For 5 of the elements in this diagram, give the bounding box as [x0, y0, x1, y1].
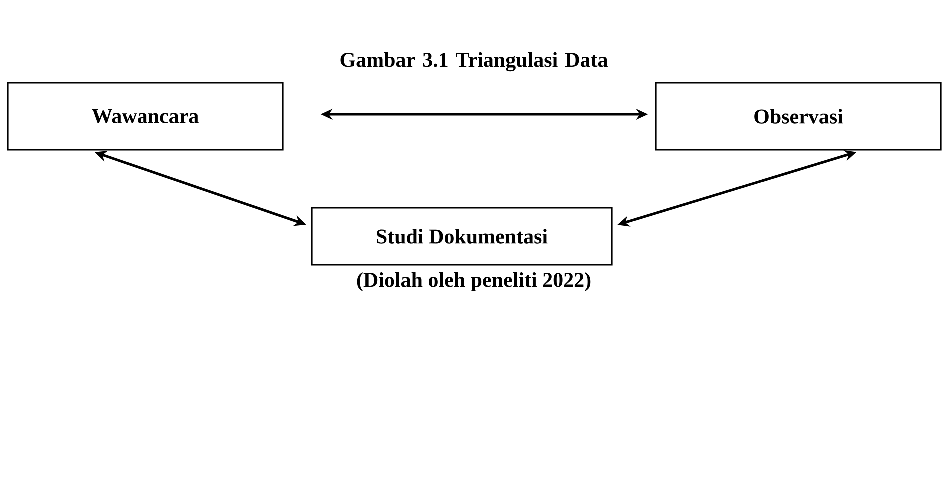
caption: (Diolah oleh peneliti 2022) — [357, 272, 591, 292]
process-box: Studi Dokumentasi — [311, 207, 613, 266]
process-box: Wawancara — [7, 82, 284, 151]
title: Gambar 3.1 Triangulasi Data — [340, 52, 608, 72]
process-box: Observasi — [655, 82, 942, 151]
